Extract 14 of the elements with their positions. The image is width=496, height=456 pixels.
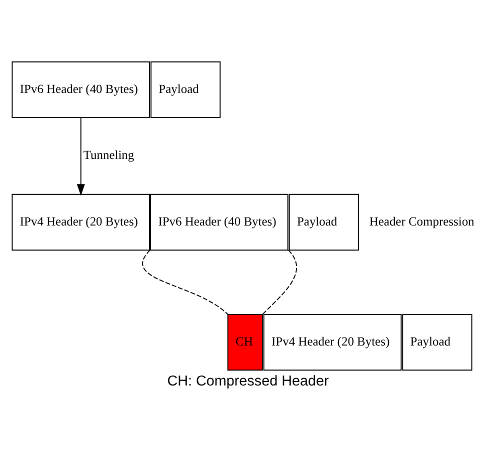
node-box: IPv4 Header (20 Bytes) <box>12 194 150 251</box>
edge-label: Tunneling <box>83 148 134 162</box>
node-box: IPv4 Header (20 Bytes) <box>263 314 402 371</box>
node-box: IPv6 Header (40 Bytes) <box>150 194 288 251</box>
connector <box>142 250 228 315</box>
arrow <box>76 117 85 196</box>
label: Header Compression <box>369 214 474 229</box>
node-box: Payload <box>402 314 472 371</box>
node-box: Payload <box>150 61 221 118</box>
node-box: IPv6 Header (40 Bytes) <box>12 61 150 118</box>
node-box: Payload <box>288 194 359 251</box>
node-box: CH <box>227 314 263 371</box>
connector <box>262 250 298 315</box>
caption: CH: Compressed Header <box>167 374 329 390</box>
